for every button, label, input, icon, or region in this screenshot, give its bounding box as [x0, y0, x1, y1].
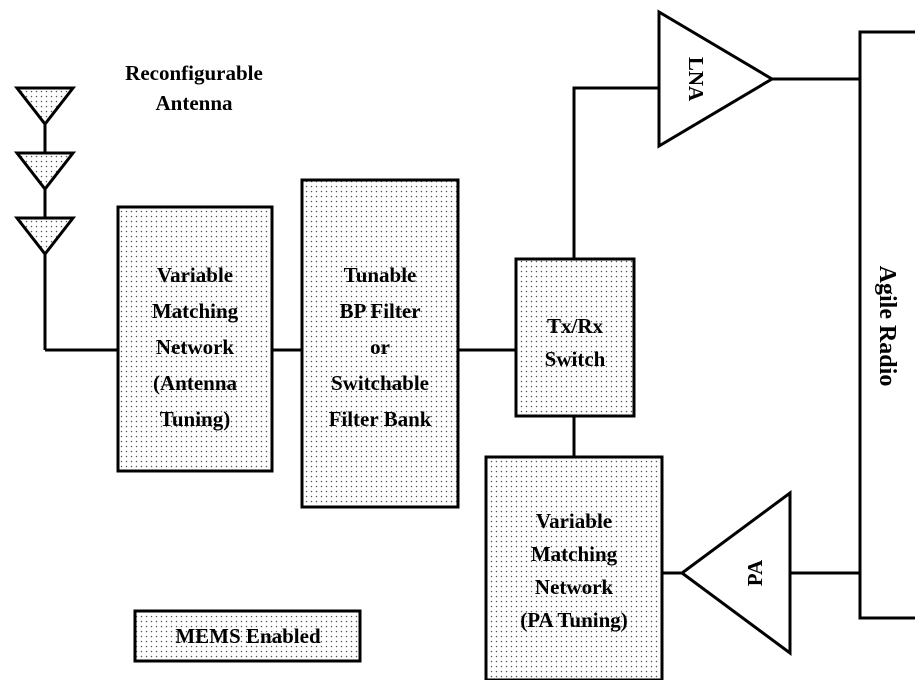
switch-line2: Switch [545, 347, 606, 371]
antenna-label-line1: Reconfigurable [125, 61, 263, 85]
txrx-switch-box [514, 257, 636, 418]
pa-label: PA [743, 559, 767, 586]
agile-radio-bracket [858, 30, 915, 620]
tunable-filter: Tunable BP Filter or Switchable Filter B… [300, 178, 460, 509]
legend-label: MEMS Enabled [175, 624, 321, 648]
antenna-elements [13, 86, 77, 257]
matching-antenna-line5: Tuning) [160, 407, 230, 431]
matching-pa-line2: Matching [531, 542, 618, 566]
matching-pa-line4: (PA Tuning) [520, 608, 628, 632]
filter-line3: or [370, 335, 390, 359]
txrx-switch: Tx/Rx Switch [514, 257, 636, 418]
matching-antenna-line1: Variable [157, 263, 233, 287]
switch-line1: Tx/Rx [547, 314, 604, 338]
pa-amplifier: PA [662, 490, 792, 656]
matching-pa-line3: Network [535, 575, 613, 599]
matching-network-pa-box [484, 455, 664, 680]
antenna-label-line2: Antenna [155, 91, 233, 115]
matching-antenna-line4: (Antenna [153, 371, 238, 395]
lna-label: LNA [684, 57, 708, 102]
legend-swatch [133, 609, 362, 663]
filter-line4: Switchable [331, 371, 429, 395]
lna-triangle [657, 9, 775, 149]
tunable-filter-box [300, 178, 460, 509]
matching-antenna-line2: Matching [152, 299, 239, 323]
legend: MEMS Enabled [133, 609, 362, 663]
antenna-element-2 [13, 151, 77, 192]
matching-network-pa: Variable Matching Network (PA Tuning) [484, 455, 664, 680]
agile-radio-label: Agile Radio [874, 266, 900, 387]
matching-antenna-line3: Network [156, 335, 234, 359]
filter-line1: Tunable [344, 263, 417, 287]
antenna-element-1 [13, 86, 77, 127]
matching-network-antenna: Variable Matching Network (Antenna Tunin… [116, 205, 274, 473]
matching-pa-line1: Variable [536, 509, 612, 533]
matching-network-antenna-box [116, 205, 274, 473]
pa-triangle [679, 490, 792, 656]
wire-switch-to-lna [572, 86, 659, 259]
filter-line2: BP Filter [339, 299, 420, 323]
antenna-element-3 [13, 216, 77, 257]
filter-line5: Filter Bank [329, 407, 432, 431]
lna-amplifier: LNA [657, 9, 775, 149]
